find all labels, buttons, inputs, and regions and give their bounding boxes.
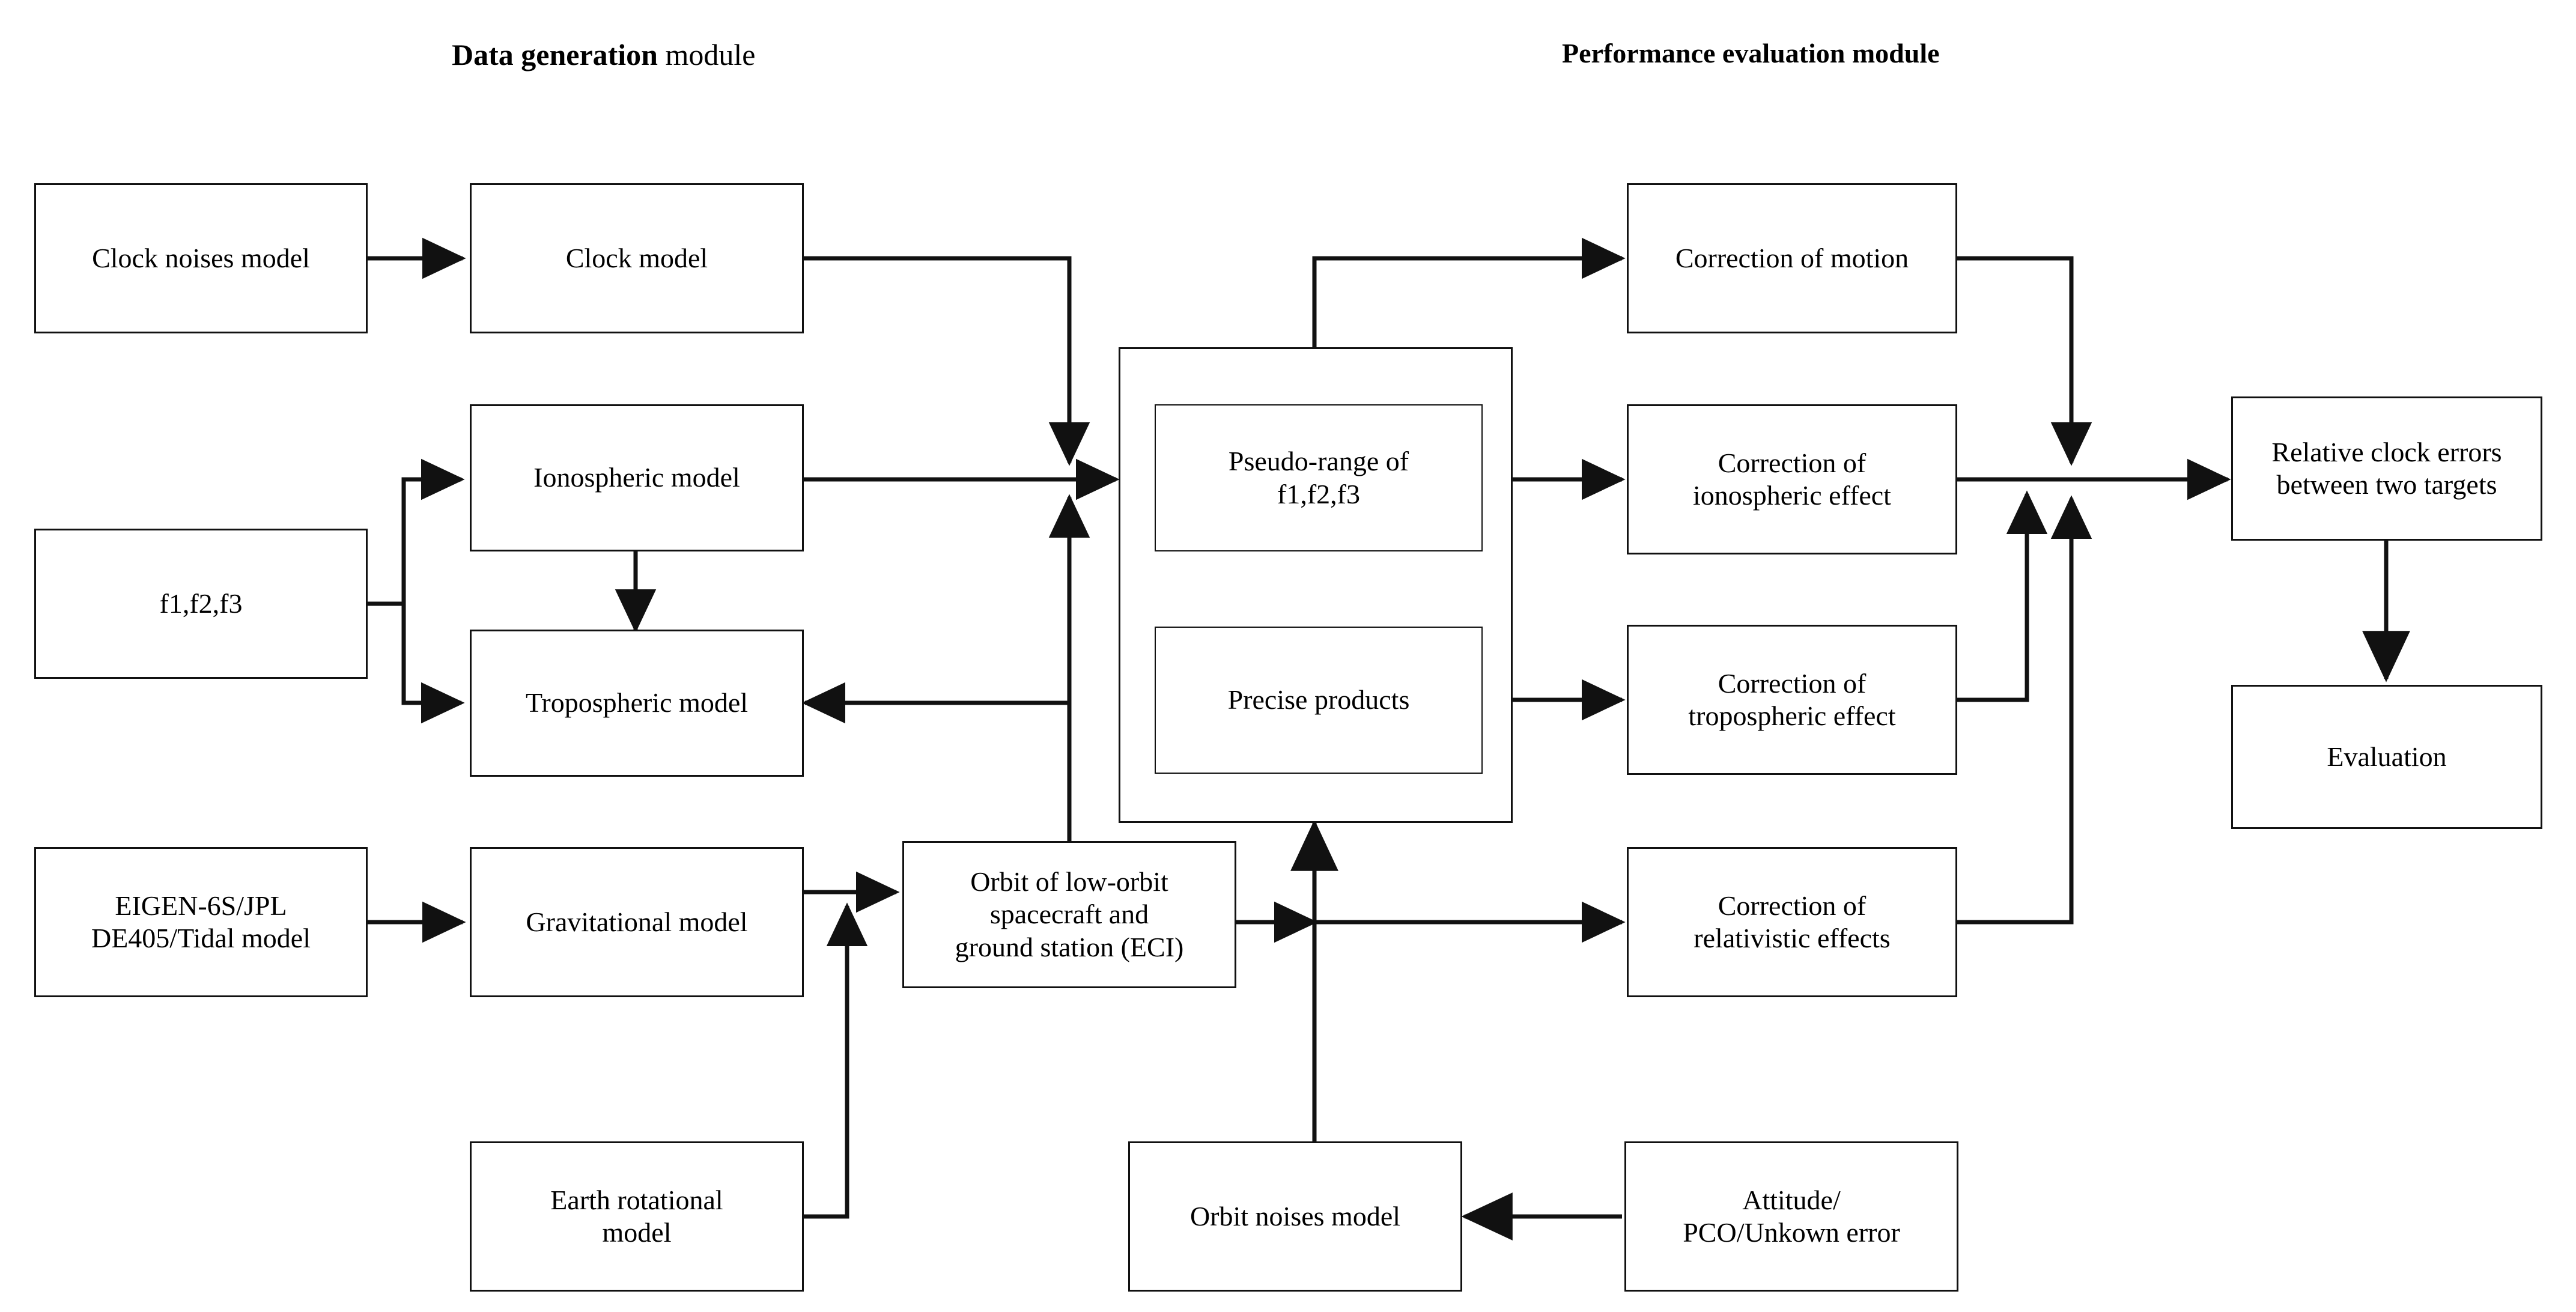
section-title-data-generation-bold: Data generation (452, 38, 658, 71)
node-correction-of-ionospheric-effect-label: Correction of ionospheric effect (1693, 447, 1891, 511)
node-orbit-noises-model[interactable]: Orbit noises model (1128, 1141, 1462, 1292)
node-relative-clock-errors[interactable]: Relative clock errors between two target… (2231, 396, 2542, 541)
node-orbit-noises-model-label: Orbit noises model (1189, 1200, 1401, 1232)
node-clock-model-label: Clock model (565, 242, 708, 273)
node-precise-products-label: Precise products (1227, 684, 1410, 715)
node-correction-of-relativistic-effects[interactable]: Correction of relativistic effects (1627, 847, 1957, 997)
section-title-performance-evaluation: Performance evaluation module (1562, 37, 1940, 69)
node-ionospheric-model-label: Ionospheric model (533, 462, 740, 493)
section-title-data-generation: Data generation module (452, 37, 755, 72)
node-tropospheric-model-label: Tropospheric model (525, 687, 749, 718)
edge-correctionrelativistic-to-collector (1957, 495, 2092, 925)
section-title-data-generation-plain: module (658, 38, 756, 71)
node-correction-of-ionospheric-effect[interactable]: Correction of ionospheric effect (1627, 404, 1957, 554)
node-frequencies[interactable]: f1,f2,f3 (34, 529, 368, 679)
node-correction-of-tropospheric-effect-label: Correction of tropospheric effect (1688, 667, 1896, 731)
edge-clockmodel-to-junction (804, 256, 1090, 466)
node-eigen-tidal-model[interactable]: EIGEN-6S/JPL DE405/Tidal model (34, 847, 368, 997)
node-earth-rotational-model-label: Earth rotational model (550, 1184, 723, 1248)
edge-frequencies-to-tropospheric (401, 604, 465, 724)
edge-correctiontropospheric-to-collector (1957, 490, 2048, 702)
node-correction-of-motion[interactable]: Correction of motion (1627, 183, 1957, 333)
node-orbit-eci-label: Orbit of low-orbit spacecraft and ground… (955, 866, 1184, 962)
node-gravitational-model[interactable]: Gravitational model (470, 847, 804, 997)
node-gravitational-model-label: Gravitational model (526, 906, 748, 937)
node-relative-clock-errors-label: Relative clock errors between two target… (2271, 436, 2502, 500)
node-evaluation-label: Evaluation (2327, 741, 2447, 772)
edge-group-to-correctionrelativistic (1312, 823, 1626, 943)
node-tropospheric-model[interactable]: Tropospheric model (470, 630, 804, 777)
node-evaluation[interactable]: Evaluation (2231, 685, 2542, 829)
node-clock-model[interactable]: Clock model (470, 183, 804, 333)
node-correction-of-motion-label: Correction of motion (1675, 242, 1909, 273)
node-attitude-pco-label: Attitude/ PCO/Unkown error (1683, 1184, 1900, 1248)
edge-earthrotational-to-orbit (804, 902, 868, 1219)
node-pseudo-range[interactable]: Pseudo-range of f1,f2,f3 (1155, 404, 1483, 551)
node-frequencies-label: f1,f2,f3 (159, 588, 243, 619)
node-correction-of-tropospheric-effect[interactable]: Correction of tropospheric effect (1627, 625, 1957, 775)
edge-correctionmotion-to-collector (1957, 256, 2092, 466)
edge-pseudorange-to-correctionmotion (1312, 237, 1626, 351)
section-title-performance-evaluation-bold: Performance evaluation module (1562, 38, 1940, 68)
node-earth-rotational-model[interactable]: Earth rotational model (470, 1141, 804, 1292)
node-ionospheric-model[interactable]: Ionospheric model (470, 404, 804, 551)
node-orbit-eci[interactable]: Orbit of low-orbit spacecraft and ground… (902, 841, 1236, 988)
node-clock-noises-model[interactable]: Clock noises model (34, 183, 368, 333)
node-clock-noises-model-label: Clock noises model (92, 242, 310, 273)
node-eigen-tidal-model-label: EIGEN-6S/JPL DE405/Tidal model (91, 890, 311, 953)
edge-frequencies-to-ionospheric (401, 458, 465, 604)
node-attitude-pco[interactable]: Attitude/ PCO/Unkown error (1624, 1141, 1958, 1292)
node-pseudo-range-label: Pseudo-range of f1,f2,f3 (1228, 446, 1409, 509)
node-precise-products[interactable]: Precise products (1155, 627, 1483, 774)
node-correction-of-relativistic-effects-label: Correction of relativistic effects (1694, 890, 1891, 953)
